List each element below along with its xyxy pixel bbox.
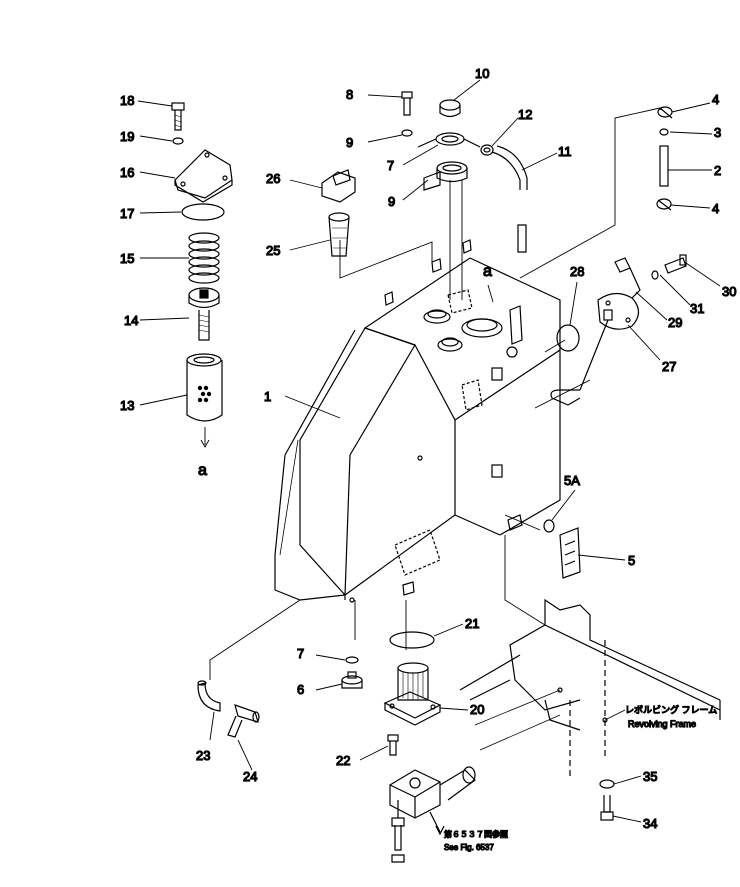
plug-6 — [341, 671, 363, 689]
label-19: 17 — [120, 206, 134, 221]
washer-11 — [401, 129, 413, 137]
elbow-25 — [197, 680, 221, 712]
label-1: 1 — [264, 389, 271, 404]
label-18: 16 — [120, 165, 134, 180]
washer-33 — [651, 270, 659, 280]
washer-21 — [172, 137, 184, 145]
clamp-14 — [480, 144, 494, 156]
frame-label-jp: レボルビング フレーム — [625, 704, 717, 715]
strainer-27 — [328, 212, 350, 257]
label-10: 8 — [346, 87, 353, 102]
label-26: 24 — [243, 769, 257, 784]
bolt-34 — [600, 795, 614, 821]
bolt-20 — [171, 102, 185, 131]
tube-2 — [659, 145, 669, 187]
revolving-frame — [459, 598, 721, 780]
cap-12 — [439, 99, 461, 118]
label-24: 22 — [336, 753, 350, 768]
washer-35 — [599, 779, 615, 789]
label-4-bottom: 4 — [712, 201, 719, 216]
o-ring-23 — [389, 631, 435, 649]
label-12: 10 — [475, 66, 489, 81]
label-23: 21 — [465, 616, 479, 631]
label-17: 15 — [120, 251, 134, 266]
label-31: 29 — [668, 315, 682, 330]
label-28: 26 — [266, 171, 280, 186]
label-9: 9 — [388, 194, 395, 209]
label-2: 2 — [714, 163, 721, 178]
label-13: 11 — [558, 144, 572, 159]
label-35: 35 — [643, 769, 657, 784]
connector-31 — [614, 257, 641, 299]
label-25: 23 — [196, 748, 210, 763]
label-11: 9 — [346, 135, 353, 150]
o-ring-30 — [556, 324, 580, 352]
see-fig-jp: 第６５３７図参照 — [444, 829, 508, 839]
label-21: 19 — [120, 129, 134, 144]
callout-leaders — [137, 79, 721, 823]
cock-26 — [227, 704, 260, 738]
clamp-4-bottom — [656, 198, 672, 211]
clamp-4-top — [657, 106, 673, 119]
label-8: 7 — [387, 158, 394, 173]
see-fig-en: See Fig. 6537 — [444, 843, 494, 852]
label-4-top: 4 — [712, 92, 719, 107]
label-20: 18 — [120, 93, 134, 108]
pump-body — [389, 766, 476, 863]
filler-9 — [423, 161, 468, 191]
spring-17 — [188, 232, 220, 284]
o-ring-19 — [181, 203, 225, 221]
o-ring-7 — [345, 656, 359, 664]
label-29: 27 — [662, 359, 676, 374]
bracket-5 — [559, 527, 581, 579]
bolt-10 — [401, 91, 413, 116]
label-6: 6 — [297, 682, 304, 697]
strainer-22 — [383, 662, 442, 726]
label-14: 12 — [518, 107, 532, 122]
valve-16 — [188, 287, 220, 341]
flange-8 — [417, 132, 481, 148]
label-5a: 5A — [564, 473, 580, 488]
frame-label-en: Revolving Frame — [628, 719, 696, 729]
bolt-32 — [664, 254, 687, 274]
hydraulic-tank — [274, 239, 561, 603]
label-3: 3 — [714, 125, 721, 140]
filter-15 — [186, 353, 223, 422]
label-16: 14 — [124, 313, 138, 328]
label-34: 34 — [643, 816, 657, 831]
hose-13 — [491, 145, 528, 253]
leader-lines — [200, 107, 661, 680]
ref-a-top: a — [483, 263, 492, 280]
label-27: 25 — [266, 243, 280, 258]
label-7: 7 — [297, 646, 304, 661]
part-labels: 18 19 16 17 15 14 13 a 1 26 25 8 9 7 8 9… — [119, 65, 737, 852]
bolt-24 — [387, 734, 399, 756]
label-32: 30 — [722, 284, 736, 299]
label-5: 5 — [628, 553, 635, 568]
label-33: 31 — [690, 301, 704, 316]
label-15: 13 — [120, 398, 134, 413]
cover-18 — [174, 149, 233, 203]
label-30: 28 — [570, 264, 584, 279]
washer-3 — [659, 128, 669, 136]
washer-5a — [543, 519, 555, 533]
cap-28 — [321, 169, 356, 203]
ref-a-bottom: a — [198, 462, 207, 479]
level-gauge-29 — [550, 292, 640, 406]
label-22: 20 — [470, 702, 484, 717]
